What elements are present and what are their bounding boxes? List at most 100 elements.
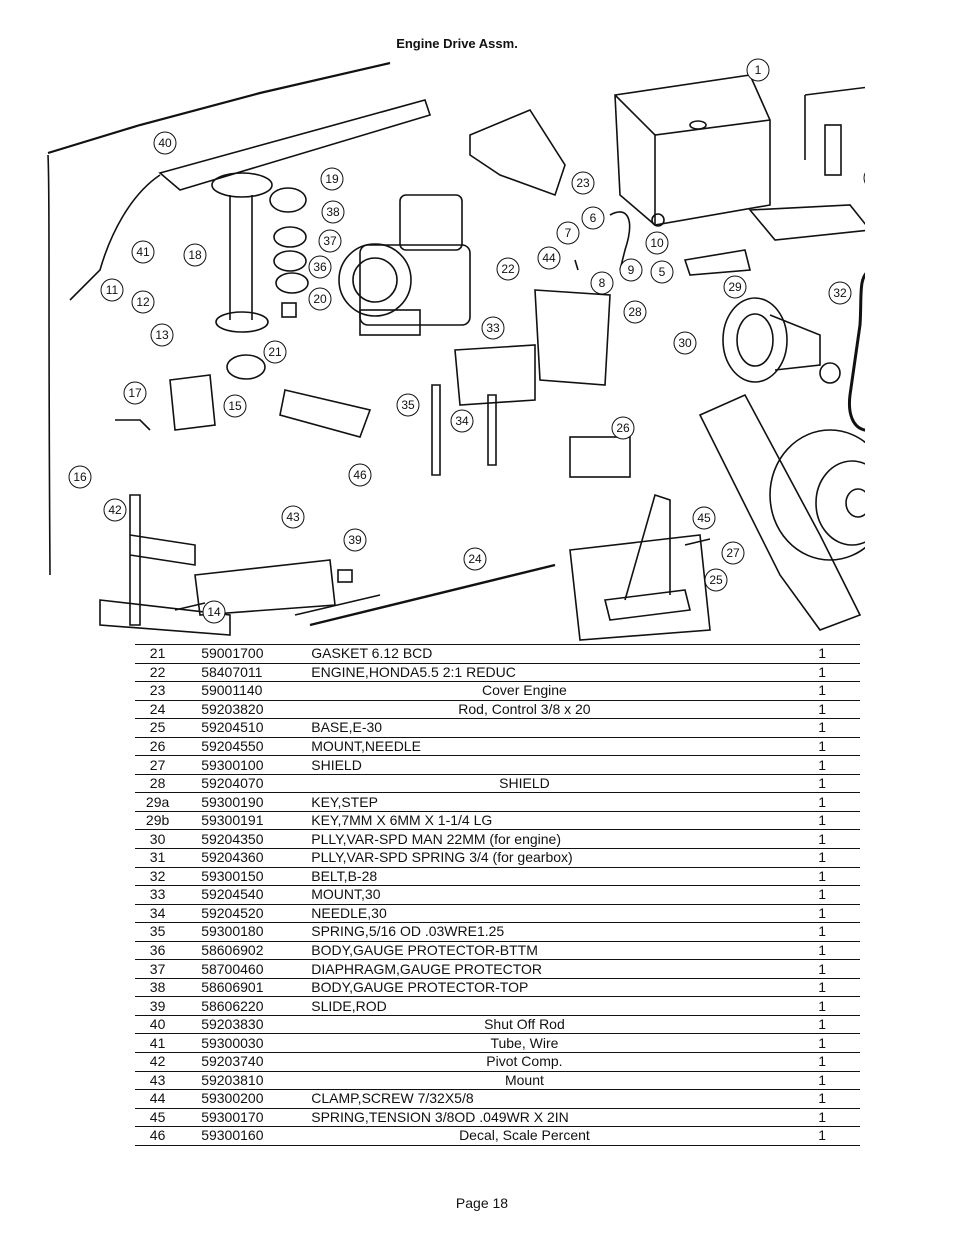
base <box>604 589 691 621</box>
pulley-gearbox <box>769 429 865 561</box>
ref-cell: 39 <box>135 996 181 1016</box>
ref-cell: 21 <box>135 644 181 664</box>
callout-13: 13 <box>150 323 174 347</box>
callout-15: 15 <box>223 394 247 418</box>
callout-14: 14 <box>202 600 226 624</box>
callout-25: 25 <box>704 568 728 592</box>
part-number-cell: 59300170 <box>180 1108 312 1128</box>
callout-10: 10 <box>645 231 669 255</box>
callout-43: 43 <box>281 505 305 529</box>
quantity-cell: 1 <box>737 959 860 979</box>
description-cell: Pivot Comp. <box>311 1052 738 1072</box>
svg-text:29: 29 <box>728 280 742 294</box>
pulley-engine <box>722 297 841 384</box>
quantity-cell: 1 <box>737 922 860 942</box>
svg-text:17: 17 <box>128 386 142 400</box>
callout-5: 5 <box>650 260 674 284</box>
description-cell: MOUNT,NEEDLE <box>311 737 738 757</box>
callout-27: 27 <box>721 541 745 565</box>
part-number-cell: 58606220 <box>180 996 312 1016</box>
part-number-cell: 59203810 <box>180 1071 312 1091</box>
callout-38: 38 <box>321 200 345 224</box>
description-cell: BASE,E-30 <box>311 718 738 738</box>
svg-text:19: 19 <box>325 172 339 186</box>
quantity-cell: 1 <box>737 1015 860 1035</box>
callout-6: 6 <box>581 206 605 230</box>
part-number-cell: 59204350 <box>180 829 312 850</box>
svg-text:23: 23 <box>576 176 590 190</box>
callout-36: 36 <box>308 255 332 279</box>
exploded-parts-diagram: 1 2 3 4 5 6 7 8 9 10 11 12 13 14 15 16 1… <box>47 58 865 641</box>
svg-text:38: 38 <box>326 205 340 219</box>
callout-34: 34 <box>450 409 474 433</box>
engine <box>338 194 471 336</box>
callout-16: 16 <box>68 465 92 489</box>
svg-text:32: 32 <box>833 286 847 300</box>
page-number: Page 18 <box>455 1195 509 1211</box>
svg-text:22: 22 <box>501 262 515 276</box>
fuel-tank <box>614 74 771 226</box>
ref-cell: 36 <box>135 941 181 961</box>
svg-text:20: 20 <box>313 292 327 306</box>
quantity-cell: 1 <box>737 848 860 868</box>
description-cell: KEY,STEP <box>311 792 738 812</box>
part-number-cell: 59203830 <box>180 1015 312 1035</box>
callout-20: 20 <box>308 287 332 311</box>
ref-cell: 35 <box>135 922 181 942</box>
svg-text:21: 21 <box>268 345 282 359</box>
quantity-cell: 1 <box>737 737 860 757</box>
svg-text:1: 1 <box>755 63 762 77</box>
svg-text:39: 39 <box>348 533 362 547</box>
description-cell: PLLY,VAR-SPD SPRING 3/4 (for gearbox) <box>311 848 738 868</box>
quantity-cell: 1 <box>737 644 860 664</box>
ref-cell: 46 <box>135 1126 181 1146</box>
part-number-cell: 58606902 <box>180 941 312 961</box>
part-number-cell: 59300180 <box>180 922 312 942</box>
callout-24: 24 <box>463 547 487 571</box>
callout-39: 39 <box>343 528 367 552</box>
ref-cell: 43 <box>135 1071 181 1091</box>
callout-35: 35 <box>396 393 420 417</box>
part-number-cell: 59300100 <box>180 755 312 775</box>
svg-text:40: 40 <box>158 136 172 150</box>
ref-cell: 29b <box>135 811 181 831</box>
ref-cell: 45 <box>135 1108 181 1128</box>
description-cell: KEY,7MM X 6MM X 1-1/4 LG <box>311 811 738 831</box>
svg-text:10: 10 <box>650 236 664 250</box>
svg-text:35: 35 <box>401 398 415 412</box>
description-cell: PLLY,VAR-SPD MAN 22MM (for engine) <box>311 829 738 850</box>
part-number-cell: 58407011 <box>180 663 312 683</box>
ref-cell: 34 <box>135 904 181 924</box>
description-cell: BODY,GAUGE PROTECTOR-BTTM <box>311 941 738 961</box>
control-rod <box>309 563 556 627</box>
ref-cell: 30 <box>135 829 181 850</box>
callout-21: 21 <box>263 340 287 364</box>
description-cell: MOUNT,30 <box>311 885 738 905</box>
callout-37: 37 <box>318 229 342 253</box>
ref-cell: 24 <box>135 700 181 720</box>
quantity-cell: 1 <box>737 1033 860 1054</box>
callout-17: 17 <box>123 381 147 405</box>
svg-text:9: 9 <box>628 263 635 277</box>
ref-cell: 29a <box>135 792 181 812</box>
quantity-cell: 1 <box>737 978 860 998</box>
callout-40: 40 <box>153 131 177 155</box>
ref-cell: 38 <box>135 978 181 998</box>
description-cell: SPRING,5/16 OD .03WRE1.25 <box>311 922 738 942</box>
callout-23: 23 <box>571 171 595 195</box>
svg-text:46: 46 <box>353 468 367 482</box>
